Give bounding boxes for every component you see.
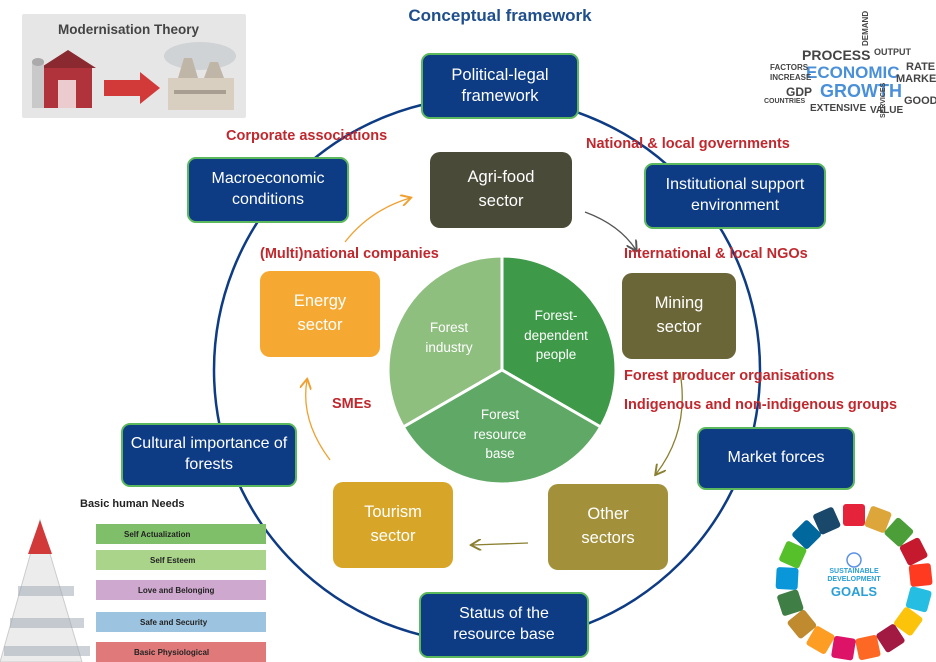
actor-national-local-governments: National & local governments [586,136,790,152]
pie-slice-resource-base [401,368,603,486]
arrow-energy-to-agri [344,198,410,243]
sdg-tile-17 [813,507,841,535]
actor-international-local-ngos: International & local NGOs [624,246,808,262]
pie-label-resource-base: Forest resource base [473,407,527,462]
modernisation-panel: Modernisation Theory [22,14,246,118]
box-macroeconomic: Macroeconomic conditions [187,157,349,223]
cloud-word-factors: FACTORS [770,63,809,72]
sector-energy: Energy sector [260,271,380,357]
maslow-bar-2 [96,550,266,570]
box-market-forces: Market forces [697,427,855,490]
sdg-tile-10 [831,636,856,661]
sector-mining: Mining sector [622,273,736,359]
box-political-legal: Political-legal framework [421,53,579,119]
arrow-mining-to-other [656,371,683,474]
sdg-tile-3 [884,517,914,547]
cloud-word-countries: COUNTRIES [764,98,806,105]
arrow-other-to-tourism [472,543,529,545]
cloud-word-value: VALUE [870,105,904,116]
maslow-level-2: Self Esteem [150,556,196,565]
sdg-tile-5 [908,563,933,587]
sdg-tile-4 [899,537,928,566]
sdg-tile-9 [855,635,881,661]
actor-corporate-associations: Corporate associations [226,128,388,144]
sector-agri-food: Agri-food sector [430,152,572,228]
pie-slice-forest-industry [386,254,504,430]
sdg-tile-16 [792,520,821,549]
arrow-agri-to-mining [584,211,636,250]
arrow-tourism-to-energy [306,380,331,461]
maslow-level-3: Love and Belonging [138,586,215,595]
sdg-tile-1 [843,504,865,526]
sdg-wheel-panel: SUSTAINABLE DEVELOPMENT GOALS [768,500,936,662]
maslow-level-1: Self Actualization [124,530,191,539]
maslow-bar-5 [96,642,266,662]
silo-icon [32,62,44,108]
cloud-word-services: SERVICES [880,82,887,118]
maslow-bar-3 [96,580,266,600]
modernisation-title: Modernisation Theory [58,22,200,37]
cloud-word-demand: DEMAND [861,10,870,46]
actor-forest-producer-organisations: Forest producer organisations [624,368,835,384]
sdg-tile-11 [806,626,835,654]
progress-arrow-icon [104,72,160,104]
sector-other: Other sectors [548,484,668,570]
sdg-title-line2: DEVELOPMENT [827,576,881,583]
maslow-pyramid-panel: Basic human Needs Self Actualization Sel… [0,494,266,662]
un-emblem-icon [846,552,862,568]
cloud-word-increase: INCREASE [770,73,812,82]
sdg-wheel-graphic [775,504,933,661]
maslow-pyramid-graphic [0,518,266,662]
sector-tourism: Tourism sector [333,482,453,568]
cloud-word-economic: ECONOMIC [806,63,900,82]
page-title: Conceptual framework [408,6,592,25]
sdg-tile-8 [876,624,905,653]
maslow-bar-1 [96,524,266,544]
maslow-bar-4 [96,612,266,632]
maslow-level-5: Basic Physiological [134,648,210,657]
cloud-word-market: MARKET [896,73,936,85]
cloud-word-gdp: GDP [786,85,813,99]
box-status-resource: Status of the resource base [419,592,589,658]
sdg-title-line1: SUSTAINABLE [829,568,879,575]
actor-smes: SMEs [332,396,372,412]
maslow-level-4: Safe and Security [140,618,208,627]
actor-multinational-companies: (Multi)national companies [260,246,439,262]
pie-label-forest-dependent: Forest-dependent people [524,308,588,363]
maslow-title: Basic human Needs [80,498,185,510]
economic-growth-word-cloud: PROCESS ECONOMIC GROWTH GDP EXTENSIVE VA… [762,11,936,124]
cloud-word-process: PROCESS [802,47,871,63]
box-institutional: Institutional support environment [644,163,826,229]
sdg-tile-6 [905,586,932,613]
sdg-tile-2 [864,506,892,533]
sdg-tile-12 [787,609,817,639]
cloud-word-growth: GROWTH [820,81,902,101]
pie-label-forest-industry: Forest industry [425,320,473,355]
sdg-tile-14 [775,567,799,590]
pie-slice-forest-dependent [500,254,618,430]
cloud-word-extensive: EXTENSIVE [810,103,867,114]
cloud-word-rate: RATE [906,61,936,73]
sdg-tile-15 [779,541,807,569]
box-cultural-importance: Cultural importance of forests [121,423,297,487]
cloud-word-goods: GOODS [904,95,936,107]
cloud-word-output: OUTPUT [874,47,911,57]
actor-indigenous-groups: Indigenous and non-indigenous groups [624,397,898,413]
sdg-title-line3: GOALS [830,584,878,599]
modernisation-illustration [32,42,236,110]
sdg-tile-7 [894,607,923,636]
sdg-tile-13 [777,589,804,616]
